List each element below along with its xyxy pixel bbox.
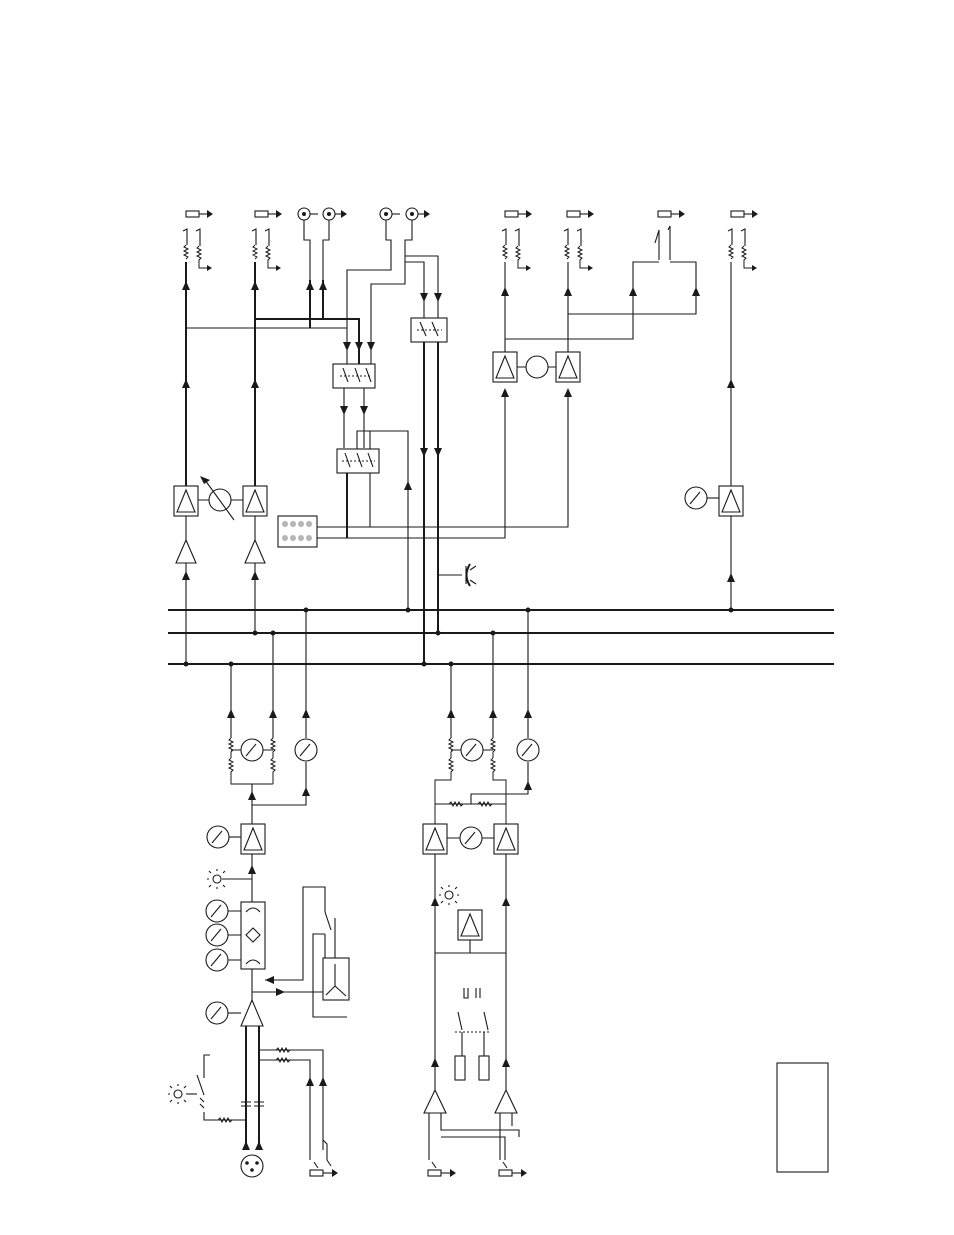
jack-output-icon <box>310 1140 338 1177</box>
insert-jack-contacts <box>183 226 757 271</box>
vca-fader-icon <box>719 486 743 516</box>
rca-connector-icon <box>298 208 347 220</box>
main-left-path <box>182 262 347 667</box>
rotary-pot-icon <box>461 739 483 761</box>
stereo-channel-strip <box>435 608 532 825</box>
amplifier-triangle-icon <box>241 1000 263 1026</box>
jack-output-icon <box>186 210 213 218</box>
vca-fader-icon <box>556 352 580 382</box>
aux-output-section <box>501 262 700 352</box>
jack-output-icon <box>428 1162 456 1177</box>
rotary-pot-icon <box>206 924 228 946</box>
led-indicator-icon <box>168 1084 188 1104</box>
vca-fader-icon <box>423 824 447 854</box>
amplifier-triangle-icon <box>245 540 265 563</box>
jack-output-icon <box>499 1162 527 1177</box>
legend-frame <box>777 1063 828 1172</box>
compressor-icon <box>323 958 349 1000</box>
jack-output-icon <box>658 210 685 218</box>
rotary-pot-icon <box>198 476 243 520</box>
vca-fader-icon <box>241 824 265 854</box>
rotary-pot-icon <box>685 487 719 509</box>
top-output-connectors <box>186 208 758 220</box>
switch-icon <box>337 449 379 473</box>
mono-channel-strip <box>227 608 310 825</box>
jack-output-icon <box>731 210 758 218</box>
rotary-pot-icon <box>207 826 241 848</box>
rotary-pot-icon <box>295 739 317 761</box>
rotary-pot-icon <box>517 739 539 761</box>
vca-fader-icon <box>243 486 267 516</box>
rotary-pot-icon <box>206 949 228 971</box>
switch-icon <box>333 364 375 388</box>
xlr-input-icon <box>241 1155 263 1177</box>
amplifier-triangle-icon <box>176 540 196 563</box>
rotary-pot-icon <box>241 739 263 761</box>
keypad-icon <box>278 516 317 547</box>
amplifier-triangle-icon <box>424 1090 446 1113</box>
jack-output-icon <box>255 210 282 218</box>
jack-output-icon <box>567 210 594 218</box>
rca-connector-icon <box>380 208 430 220</box>
vca-fader-icon <box>458 910 482 940</box>
mix-buses <box>168 610 834 664</box>
far-right-path <box>727 262 735 613</box>
amplifier-triangle-icon <box>495 1090 517 1113</box>
rotary-pot-icon <box>447 827 494 849</box>
vca-fader-icon <box>493 352 517 382</box>
switch-icon <box>411 318 447 342</box>
rotary-pot-icon <box>517 356 556 378</box>
vca-fader-icon <box>494 824 518 854</box>
vca-fader-icon <box>174 486 198 516</box>
eq-block-icon <box>241 902 265 969</box>
led-indicator-icon <box>439 885 459 905</box>
headphone-icon <box>438 564 476 586</box>
rotary-pot-icon <box>206 1002 241 1024</box>
rotary-pot-icon <box>206 900 228 922</box>
jack-output-icon <box>505 210 532 218</box>
